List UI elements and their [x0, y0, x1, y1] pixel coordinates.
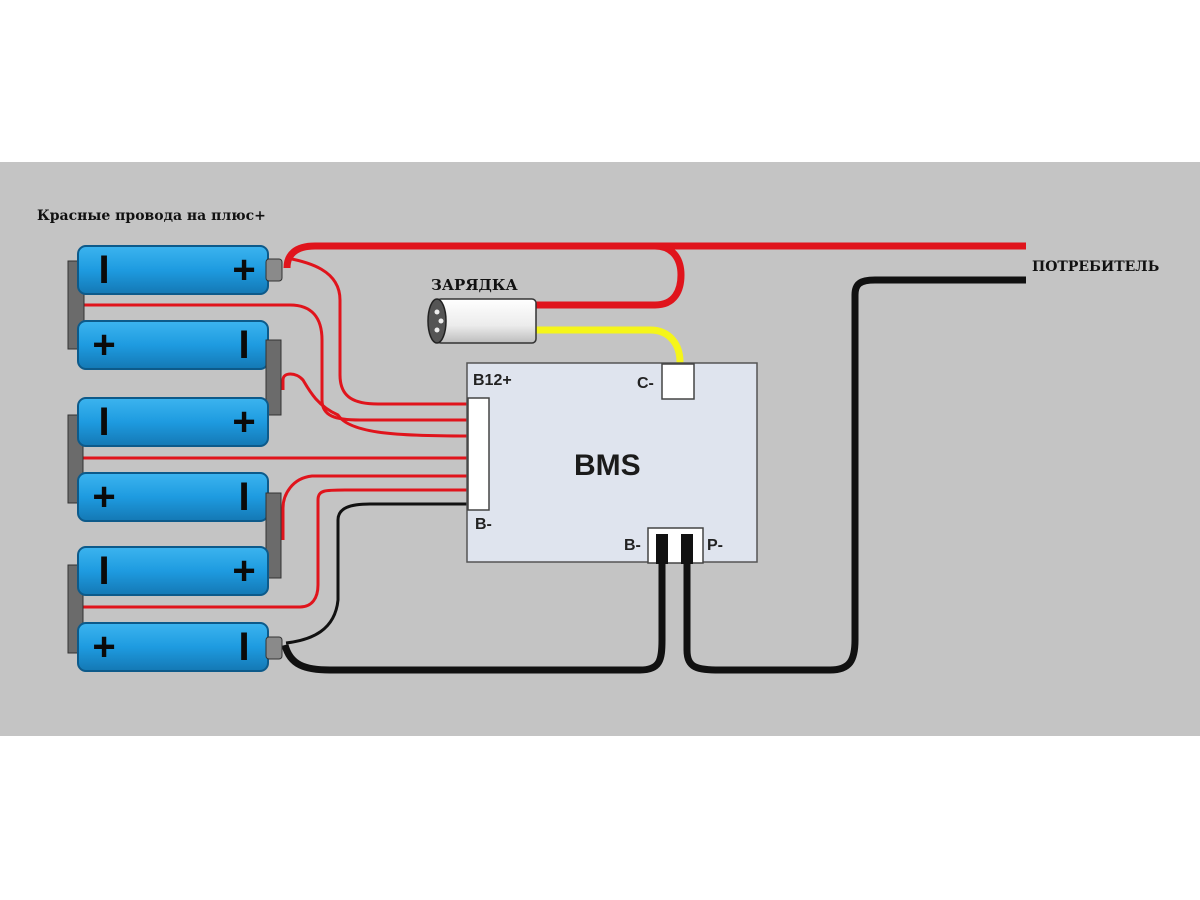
charger-positive-wire	[535, 242, 685, 309]
battery-4-right-sign: I	[238, 475, 249, 519]
charger-label: ЗАРЯДКА	[431, 276, 518, 294]
pin-label-b-minus-output: B-	[624, 537, 641, 554]
pin-label-p-minus: P-	[707, 537, 723, 554]
pin-label-b-minus-balance: B-	[475, 516, 492, 533]
charger-negative-wire	[535, 326, 684, 382]
battery-2-right-sign: I	[238, 323, 249, 367]
balance-connector	[467, 397, 490, 511]
caption-red-wires: Красные провода на плюс+	[37, 208, 266, 224]
battery-3-left-sign: I	[98, 400, 109, 444]
consumer-label: ПОТРЕБИТЕЛЬ	[1032, 259, 1160, 275]
pin-label-c-minus: C-	[637, 375, 654, 392]
battery-3-right-sign: +	[232, 400, 255, 444]
balance-wires-red	[80, 256, 469, 609]
battery-4	[77, 472, 282, 579]
pin-label-b12-plus: B12+	[473, 372, 512, 389]
charger-plug	[427, 298, 537, 344]
battery-2-left-sign: +	[92, 323, 115, 367]
bms-title: BMS	[574, 449, 641, 482]
battery-6	[77, 622, 283, 672]
battery-1-left-sign: I	[98, 248, 109, 292]
battery-pack: I + + I I + + I I + + I	[67, 245, 283, 672]
battery-1-right-sign: +	[232, 248, 255, 292]
battery-6-left-sign: +	[92, 625, 115, 669]
c-minus-terminal	[661, 363, 695, 400]
battery-2	[77, 320, 282, 416]
main-positive-wire	[283, 242, 1026, 269]
main-negative-wire	[281, 502, 666, 674]
battery-4-left-sign: +	[92, 475, 115, 519]
battery-6-right-sign: I	[238, 625, 249, 669]
consumer-negative-wire	[683, 276, 1026, 674]
battery-5-right-sign: +	[232, 549, 255, 593]
battery-5-left-sign: I	[98, 549, 109, 593]
bms-board	[466, 362, 758, 564]
